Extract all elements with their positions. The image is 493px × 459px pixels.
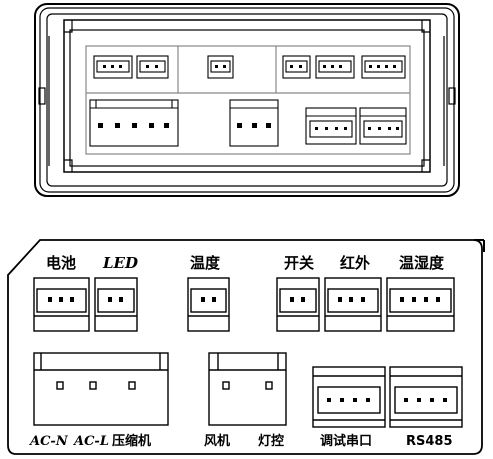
- top-view-pins: [98, 65, 399, 130]
- temperature-connector: [187, 277, 230, 332]
- tv-debug-connector: [305, 107, 357, 145]
- tv-temp-connector: [207, 55, 234, 79]
- battery-connector: [33, 277, 90, 332]
- left-clip: [38, 87, 46, 105]
- housing-inner-2: [46, 13, 448, 187]
- led-connector: [94, 277, 138, 332]
- right-clip: [448, 87, 456, 105]
- rs485-connector: [389, 366, 463, 428]
- label-led: LED: [102, 254, 138, 272]
- housing-outer: [34, 3, 460, 197]
- bottom-pins-lower: [327, 398, 447, 402]
- bottom-pins-upper: [48, 297, 440, 302]
- fan-light-connector: [208, 352, 287, 426]
- bottom-connectors-upper: [33, 277, 455, 332]
- tv-ir-connector: [315, 55, 355, 79]
- tv-rs485-connector: [359, 107, 407, 145]
- panel-outline: [7, 239, 483, 455]
- label-ac-n: AC-N: [28, 434, 69, 449]
- label-temp-humidity: 温湿度: [399, 254, 445, 272]
- board-panel: [85, 45, 411, 155]
- tv-fan-connector: [229, 99, 279, 147]
- label-switch: 开关: [284, 254, 314, 272]
- housing-inner-1: [39, 7, 455, 193]
- tv-battery-connector: [93, 55, 133, 79]
- debug-serial-connector: [312, 366, 386, 428]
- label-debug-serial: 调试串口: [320, 433, 372, 449]
- switch-connector: [276, 277, 320, 332]
- compressor-connector: [33, 352, 169, 426]
- tv-switch-connector: [282, 55, 311, 79]
- label-ac-l: AC-L: [72, 434, 109, 449]
- tv-led-connector: [136, 55, 169, 79]
- bottom-connectors-lower: [33, 352, 463, 428]
- board-outer: [63, 19, 431, 173]
- temp-humidity-connector: [386, 277, 455, 332]
- tv-compressor-connector: [89, 99, 179, 147]
- label-rs485: RS485: [406, 434, 453, 449]
- tv-th-connector: [361, 55, 406, 79]
- top-view-board: [34, 3, 460, 197]
- label-temperature: 温度: [190, 254, 221, 272]
- label-light-control: 灯控: [258, 433, 284, 449]
- label-fan: 风机: [204, 433, 230, 449]
- bottom-panel: [7, 239, 485, 455]
- infrared-connector: [324, 277, 382, 332]
- top-view-connectors: [89, 55, 407, 147]
- label-battery: 电池: [46, 254, 76, 272]
- label-compressor: 压缩机: [112, 433, 151, 449]
- board-inner: [69, 29, 425, 167]
- label-infrared: 红外: [340, 254, 370, 272]
